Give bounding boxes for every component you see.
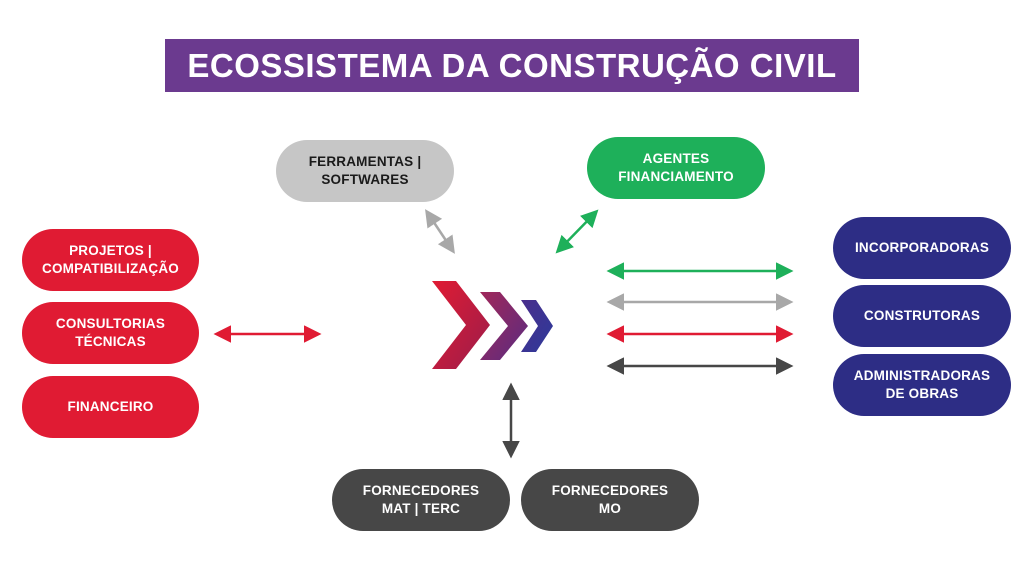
node-administradoras-label: ADMINISTRADORAS DE OBRAS [853, 368, 991, 401]
triple-chevron-logo-icon [432, 281, 553, 369]
node-fornecedores-mat: FORNECEDORES MAT | TERC [332, 469, 510, 531]
node-incorporadoras: INCORPORADORAS [833, 217, 1011, 279]
node-fornecedores-mat-label: FORNECEDORES MAT | TERC [362, 483, 480, 516]
node-ferramentas-label: FERRAMENTAS | SOFTWARES [308, 154, 422, 187]
node-fornecedores-mo-label: FORNECEDORES MO [551, 483, 669, 516]
page-title: ECOSSISTEMA DA CONSTRUÇÃO CIVIL [165, 39, 859, 92]
node-agentes-label: AGENTES FINANCIAMENTO [618, 151, 734, 184]
node-administradoras: ADMINISTRADORAS DE OBRAS [833, 354, 1011, 416]
node-construtoras: CONSTRUTORAS [833, 285, 1011, 347]
node-financeiro-label: FINANCEIRO [67, 399, 154, 414]
node-projetos-label: PROJETOS | COMPATIBILIZAÇÃO [42, 243, 179, 276]
node-fornecedores-mo: FORNECEDORES MO [521, 469, 699, 531]
node-consultorias-label: CONSULTORIAS TÉCNICAS [55, 316, 166, 349]
node-projetos: PROJETOS | COMPATIBILIZAÇÃO [22, 229, 199, 291]
node-incorporadoras-label: INCORPORADORAS [854, 240, 990, 255]
node-agentes: AGENTES FINANCIAMENTO [587, 137, 765, 199]
node-construtoras-label: CONSTRUTORAS [863, 308, 981, 323]
node-ferramentas: FERRAMENTAS | SOFTWARES [276, 140, 454, 202]
node-consultorias: CONSULTORIAS TÉCNICAS [22, 302, 199, 364]
node-financeiro: FINANCEIRO [22, 376, 199, 438]
arrow-agentes [555, 209, 599, 254]
arrow-ferramentas [425, 209, 455, 254]
